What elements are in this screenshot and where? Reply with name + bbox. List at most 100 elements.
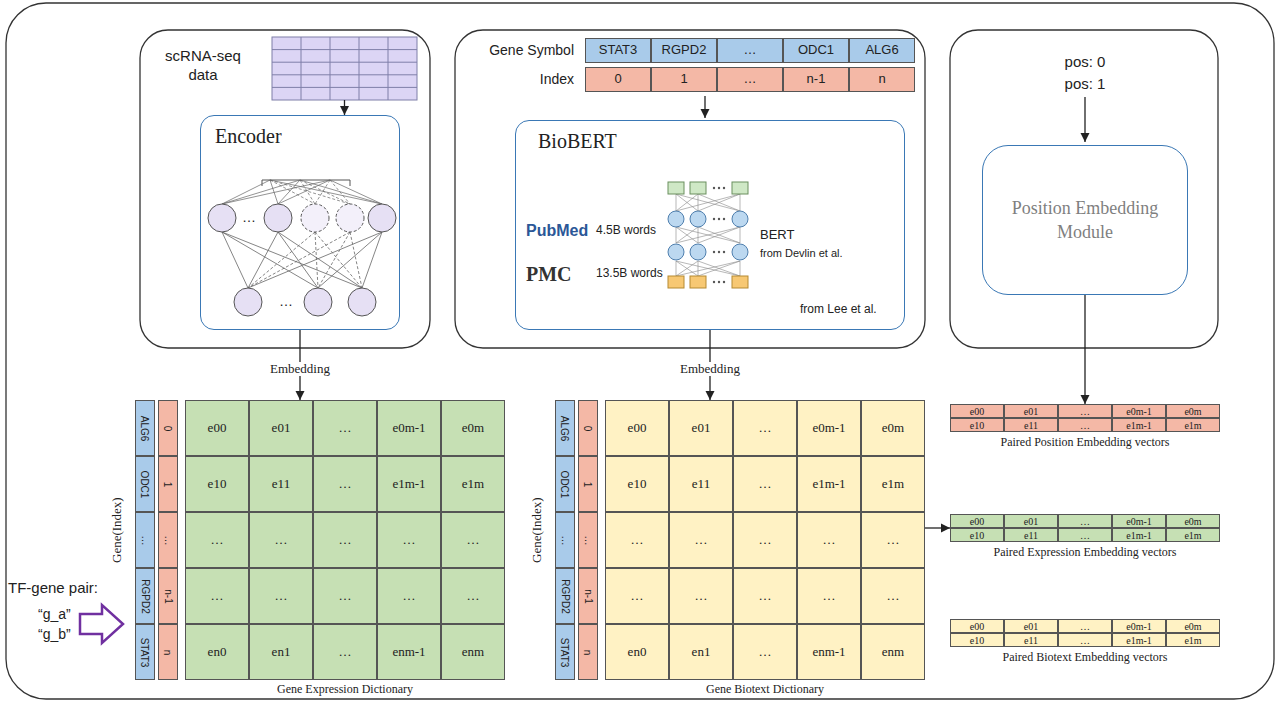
data-matrix: scRNA-seq data <box>272 37 417 100</box>
neural-net <box>208 204 236 232</box>
table-cell-box: e1m <box>1166 528 1220 542</box>
corpus-size: 13.5B words <box>596 267 663 280</box>
matrix-cell: e0m <box>462 421 484 435</box>
bert-illustration <box>676 227 740 243</box>
logo-text: PMC <box>526 263 572 285</box>
node-text: Encoder <box>215 125 282 148</box>
bert-illustration <box>718 281 720 283</box>
matrix-cell: … <box>467 589 480 603</box>
bert-illustration <box>690 244 706 260</box>
table-cell-box: enm-1 <box>377 624 441 680</box>
gene-cell: … <box>140 535 151 545</box>
matrix-cell: enm-1 <box>812 645 845 659</box>
node-text: Paired Position Embedding vectors <box>950 435 1220 450</box>
label-box: from Devlin et al. <box>760 244 872 262</box>
vector-cell: e11 <box>1024 420 1038 431</box>
neural-net <box>222 232 318 288</box>
table-cell-box: e01 <box>1004 619 1058 633</box>
table-cell-box: e11 <box>1004 633 1058 647</box>
vector-cell: e0m-1 <box>1126 516 1152 527</box>
vector-cell: e1m <box>1184 420 1201 431</box>
table-cell-box: e01 <box>1004 514 1058 528</box>
table-cell-box: … <box>733 512 797 568</box>
table-cell-box: e11 <box>249 456 313 512</box>
index-cell: … <box>583 535 594 545</box>
table-cell-box: en1 <box>669 624 733 680</box>
table-cell-box: STAT3 <box>585 38 651 63</box>
bert-illustration <box>698 261 740 276</box>
matrix-cell: e01 <box>692 421 711 435</box>
axis-label: Gene(Index) <box>530 497 544 563</box>
matrix-cell: e11 <box>692 477 710 491</box>
bert-illustration <box>690 182 706 194</box>
matrix-cell: enm <box>462 645 484 659</box>
position-label: pos: 0 <box>1065 54 1106 71</box>
matrix-cell: … <box>275 533 288 547</box>
table-cell: RGPD2 <box>662 43 707 57</box>
table-cell-box: … <box>1058 633 1112 647</box>
gene-cell: STAT3 <box>140 637 151 667</box>
flow-connector <box>344 100 345 115</box>
table-cell-box: … <box>861 568 925 624</box>
node-text: scRNA-seq data <box>154 47 252 85</box>
bert-illustration <box>723 281 725 283</box>
table-cell-box: … <box>249 568 313 624</box>
neural-net <box>208 180 396 316</box>
label-box: Index <box>462 67 580 92</box>
bert-illustration <box>723 251 725 253</box>
index-cell: n <box>163 649 174 655</box>
table-cell-box: e10 <box>950 528 1004 542</box>
table-cell-box: e1m-1 <box>1112 418 1166 432</box>
bert-illustration <box>676 227 740 243</box>
matrix-cell: e00 <box>628 421 647 435</box>
bert-illustration <box>676 194 698 211</box>
matrix-cell: … <box>403 533 416 547</box>
table-cell-box: n <box>158 624 178 680</box>
outer-frame <box>6 3 1274 699</box>
scrna-grid <box>388 37 389 100</box>
neural-net <box>350 232 362 288</box>
neural-net <box>330 180 382 204</box>
table-cell: ODC1 <box>798 43 834 57</box>
scrna-grid <box>330 37 331 100</box>
table-cell-box: e00 <box>950 514 1004 528</box>
table-cell-box: ODC1 <box>783 38 849 63</box>
node-text: Paired Biotext Embedding vectors <box>950 650 1220 665</box>
bert-illustration <box>713 218 715 220</box>
vector-cell: e0m <box>1184 621 1201 632</box>
table-cell-box: 0 <box>578 400 598 456</box>
table-cell-box: e00 <box>950 404 1004 418</box>
table-cell-box: … <box>313 400 377 456</box>
matrix-cell: enm <box>882 645 904 659</box>
model-name: BERT <box>760 228 794 242</box>
table-cell-box: e11 <box>1004 528 1058 542</box>
matrix-cell: … <box>823 589 836 603</box>
bert-illustration <box>676 261 740 276</box>
table-cell-box: … <box>733 400 797 456</box>
axis-label: Gene(Index) <box>110 497 124 563</box>
source-note: from Devlin et al. <box>760 247 843 259</box>
neural-net <box>248 232 382 288</box>
vector-cell: e1m <box>1184 530 1201 541</box>
matrix-cell: … <box>759 645 772 659</box>
matrix-cell: … <box>823 533 836 547</box>
table-cell-box: ALG6 <box>849 38 915 63</box>
table-cell-box: ODC1 <box>555 456 575 512</box>
table-cell-box: … <box>669 512 733 568</box>
neural-net <box>248 232 278 288</box>
bert-illustration <box>668 276 684 288</box>
index-cell: n-1 <box>162 589 173 603</box>
ellipsis: … <box>242 210 256 225</box>
bert-illustration <box>732 276 748 288</box>
vector-cell: e10 <box>970 530 984 541</box>
neural-net <box>315 180 330 204</box>
label-box: Gene Symbol <box>462 38 580 63</box>
table-cell-box: e1m <box>861 456 925 512</box>
scrna-grid <box>272 62 417 63</box>
matrix-cell: e11 <box>272 477 290 491</box>
index-cell: 0 <box>163 425 174 431</box>
panel-frame <box>950 30 1218 348</box>
neural-net <box>222 232 362 288</box>
neural-net <box>222 180 270 204</box>
